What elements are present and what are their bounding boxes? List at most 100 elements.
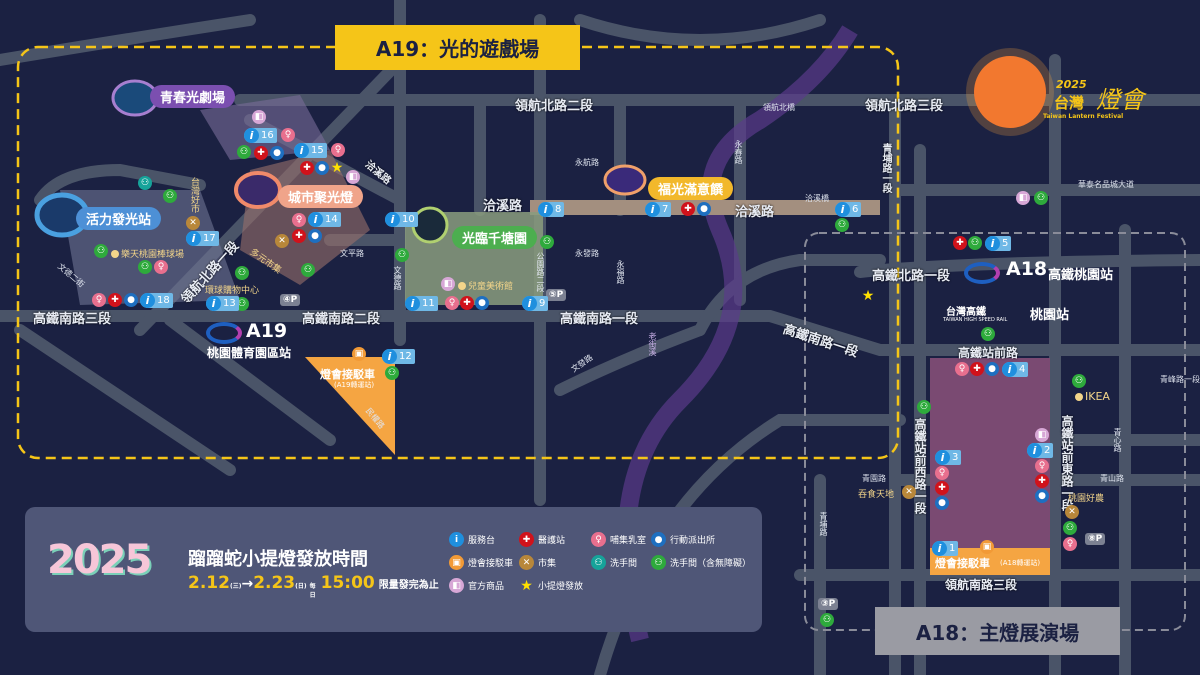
medical-icon[interactable]: ✚ xyxy=(292,229,306,243)
parking-4[interactable]: ④P xyxy=(280,294,301,306)
poi-baseball-stadium[interactable]: 樂天桃園棒球場 xyxy=(111,247,184,260)
accessible-restroom-icon[interactable]: ⚇ xyxy=(94,244,108,258)
market-icon[interactable]: ✕ xyxy=(186,216,200,230)
medical-icon[interactable]: ✚ xyxy=(460,296,474,310)
medical-icon[interactable]: ✚ xyxy=(953,236,967,250)
accessible-restroom-icon[interactable]: ⚇ xyxy=(138,260,152,274)
accessible-restroom-icon[interactable]: ⚇ xyxy=(1063,521,1077,535)
merchandise-icon[interactable]: ◧ xyxy=(252,110,266,124)
shuttle-bus-icon[interactable]: ▣ xyxy=(352,347,366,361)
parking-5[interactable]: ⑤P xyxy=(546,289,567,301)
shuttle-bus-icon[interactable]: ▣ xyxy=(980,540,994,554)
accessible-restroom-icon[interactable]: ⚇ xyxy=(163,189,177,203)
poi-tunshi-market[interactable]: 吞食天地 xyxy=(858,490,895,500)
medical-icon[interactable]: ✚ xyxy=(254,146,268,160)
accessible-restroom-icon[interactable]: ⚇ xyxy=(301,263,315,277)
merchandise-icon[interactable]: ◧ xyxy=(1035,428,1049,442)
area-fuguang-food[interactable]: 福光滿意饌 xyxy=(648,177,734,200)
nursing-room-icon[interactable]: ♀ xyxy=(1035,459,1049,473)
police-icon[interactable]: ● xyxy=(124,293,138,307)
info-number: 16 xyxy=(261,130,274,141)
nursing-room-icon[interactable]: ♀ xyxy=(935,466,949,480)
nursing-room-icon[interactable]: ♀ xyxy=(445,296,459,310)
parking-3[interactable]: ③P xyxy=(818,598,839,610)
nursing-room-icon[interactable]: ♀ xyxy=(154,260,168,274)
medical-icon[interactable]: ✚ xyxy=(300,161,314,175)
police-icon[interactable]: ● xyxy=(475,296,489,310)
medical-icon[interactable]: ✚ xyxy=(935,481,949,495)
accessible-restroom-icon[interactable]: ⚇ xyxy=(968,236,982,250)
police-icon[interactable]: ● xyxy=(1035,489,1049,503)
police-icon[interactable]: ● xyxy=(270,146,284,160)
police-icon[interactable]: ● xyxy=(697,202,711,216)
nursing-room-icon[interactable]: ♀ xyxy=(92,293,106,307)
poi-taiwan-market[interactable]: 台灣好市 xyxy=(189,177,199,213)
poi-children-art-museum[interactable]: 兒童美術館 xyxy=(458,279,513,292)
accessible-restroom-icon[interactable]: ⚇ xyxy=(820,613,834,627)
accessible-restroom-icon[interactable]: ⚇ xyxy=(237,145,251,159)
nursing-room-icon[interactable]: ♀ xyxy=(292,213,306,227)
nursing-room-icon[interactable]: ♀ xyxy=(1063,537,1077,551)
medical-icon[interactable]: ✚ xyxy=(1035,474,1049,488)
area-youth-theatre[interactable]: 青春光劇場 xyxy=(150,85,236,108)
poi-ikea[interactable]: IKEA xyxy=(1075,390,1110,403)
medical-icon[interactable]: ✚ xyxy=(970,362,984,376)
medical-icon[interactable]: ✚ xyxy=(681,202,695,216)
logo-name: 台灣 xyxy=(1054,94,1085,112)
accessible-restroom-icon[interactable]: ⚇ xyxy=(540,235,554,249)
police-icon[interactable]: ● xyxy=(985,362,999,376)
merchandise-icon[interactable]: ◧ xyxy=(1016,191,1030,205)
accessible-restroom-icon[interactable]: ⚇ xyxy=(917,400,931,414)
market-icon[interactable]: ✕ xyxy=(902,485,916,499)
medical-icon[interactable]: ✚ xyxy=(108,293,122,307)
restroom-icon[interactable]: ⚇ xyxy=(138,176,152,190)
area-city-spotlight[interactable]: 城市聚光燈 xyxy=(278,185,364,208)
nursing-room-icon[interactable]: ♀ xyxy=(281,128,295,142)
lantern-star-icon[interactable]: ★ xyxy=(330,160,344,176)
police-icon[interactable]: ● xyxy=(315,161,329,175)
poi-global-mall[interactable]: 環球購物中心 xyxy=(205,286,260,296)
merchandise-icon[interactable]: ◧ xyxy=(441,277,455,291)
lantern-star-icon[interactable]: ★ xyxy=(861,288,875,304)
accessible-restroom-icon[interactable]: ⚇ xyxy=(981,327,995,341)
area-guanglin-pond[interactable]: 光臨千塘園 xyxy=(452,226,538,249)
nursing-room-icon[interactable]: ♀ xyxy=(955,362,969,376)
accessible-restroom-icon[interactable]: ⚇ xyxy=(1072,374,1086,388)
accessible-restroom-icon[interactable]: ⚇ xyxy=(1034,191,1048,205)
accessible-restroom-icon[interactable]: ⚇ xyxy=(385,366,399,380)
accessible-restroom-icon[interactable]: ⚇ xyxy=(835,218,849,232)
poi-taoyuan-farm[interactable]: 桃園好農 xyxy=(1068,494,1105,504)
market-icon[interactable]: ✕ xyxy=(1065,505,1079,519)
police-icon[interactable]: ● xyxy=(308,229,322,243)
accessible-restroom-icon[interactable]: ⚇ xyxy=(235,266,249,280)
area-vitality-station[interactable]: 活力發光站 xyxy=(76,207,162,230)
parking-8[interactable]: ⑧P xyxy=(1085,533,1106,545)
merchandise-icon[interactable]: ◧ xyxy=(346,170,360,184)
legend-label: 市集 xyxy=(538,559,557,569)
nursing-room-icon[interactable]: ♀ xyxy=(331,143,345,157)
legend-item: ●行動派出所 xyxy=(651,532,755,547)
info-number: 3 xyxy=(952,452,959,463)
police-icon[interactable]: ● xyxy=(935,496,949,510)
accessible-restroom-icon[interactable]: ⚇ xyxy=(395,248,409,262)
market-icon[interactable]: ✕ xyxy=(275,234,289,248)
